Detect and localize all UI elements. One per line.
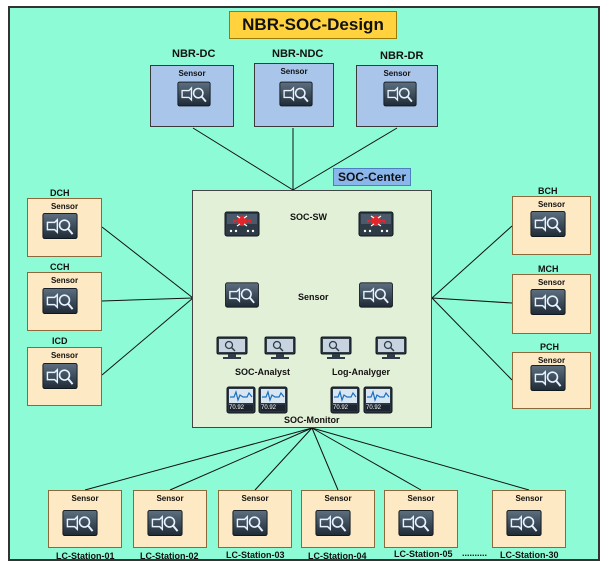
connection-line	[84, 427, 313, 491]
security-switch-icon	[224, 210, 260, 243]
sensor-appliance-icon	[42, 287, 78, 315]
sensor-appliance-icon	[315, 509, 351, 537]
sensor-appliance-icon	[224, 282, 260, 308]
monitor-readout: 70.92	[366, 405, 382, 411]
connection-line	[169, 427, 313, 491]
monitor-readout: 70.92	[229, 405, 245, 411]
monitor-display-icon: 70.92	[226, 386, 256, 414]
connection-line	[311, 427, 422, 491]
sensor-appliance-icon	[530, 210, 566, 238]
connection-line	[311, 427, 530, 491]
page-title: NBR-SOC-Design	[229, 11, 397, 39]
soc-analyst-label: SOC-Analyst	[235, 367, 291, 377]
station-label-01: LC-Station-01	[56, 551, 115, 561]
station-ellipsis: ..........	[462, 548, 488, 558]
sensor-caption: Sensor	[383, 69, 411, 78]
site-label-nbr-dc: NBR-DC	[172, 48, 216, 60]
soc-switch-label: SOC-SW	[290, 212, 327, 222]
sensor-caption: Sensor	[280, 67, 308, 76]
security-switch-icon	[358, 210, 394, 243]
sensor-node-nbr-dr: Sensor	[356, 65, 438, 127]
sensor-caption: Sensor	[515, 494, 543, 503]
log-analyzer-label: Log-Analyger	[332, 367, 391, 377]
analyst-workstation-icon	[216, 336, 248, 365]
sensor-caption: Sensor	[50, 276, 79, 285]
sensor-caption: Sensor	[50, 351, 79, 360]
station-label-30: LC-Station-30	[500, 550, 559, 560]
connection-line	[431, 297, 513, 304]
site-label-nbr-ndc: NBR-NDC	[272, 48, 324, 60]
connection-line	[431, 225, 513, 299]
site-label-mch: MCH	[538, 264, 559, 274]
sensor-caption: Sensor	[178, 69, 206, 78]
connection-line	[101, 297, 194, 302]
site-label-cch: CCH	[50, 262, 70, 272]
station-label-02: LC-Station-02	[140, 551, 199, 561]
sensor-caption: Sensor	[324, 494, 352, 503]
log-analyzer-icon	[320, 336, 352, 365]
monitor-display-icon: 70.92	[330, 386, 360, 414]
sensor-appliance-icon	[530, 288, 566, 316]
soc-center-title: SOC-Center	[333, 168, 411, 186]
connection-line	[192, 127, 294, 191]
sensor-appliance-icon	[398, 509, 434, 537]
sensor-appliance-icon	[147, 509, 183, 537]
site-label-nbr-dr: NBR-DR	[380, 50, 424, 62]
sensor-caption: Sensor	[156, 494, 184, 503]
sensor-appliance-icon	[530, 364, 566, 392]
monitor-readout: 70.92	[261, 405, 277, 411]
site-label-dch: DCH	[50, 188, 70, 198]
log-analyzer-icon	[375, 336, 407, 365]
sensor-caption: Sensor	[50, 202, 79, 211]
sensor-appliance-icon	[383, 81, 417, 107]
sensor-appliance-icon	[42, 212, 78, 240]
connection-line	[311, 427, 339, 491]
sensor-caption: Sensor	[537, 200, 566, 209]
soc-sensor-label: Sensor	[298, 292, 329, 302]
sensor-appliance-icon	[506, 509, 542, 537]
connection-line	[431, 297, 513, 381]
sensor-appliance-icon	[42, 362, 78, 390]
site-label-icd: ICD	[52, 336, 68, 346]
monitor-display-icon: 70.92	[363, 386, 393, 414]
connection-line	[254, 427, 313, 491]
station-label-03: LC-Station-03	[226, 550, 285, 560]
connection-line	[101, 226, 194, 299]
sensor-appliance-icon	[279, 81, 313, 107]
sensor-appliance-icon	[232, 509, 268, 537]
sensor-caption: Sensor	[241, 494, 269, 503]
analyst-workstation-icon	[264, 336, 296, 365]
connection-line	[292, 127, 398, 191]
site-label-bch: BCH	[538, 186, 558, 196]
connection-line	[101, 297, 194, 376]
sensor-appliance-icon	[358, 282, 394, 308]
station-label-05: LC-Station-05	[394, 549, 453, 559]
soc-monitor-label: SOC-Monitor	[284, 415, 340, 425]
sensor-caption: Sensor	[537, 278, 566, 287]
sensor-appliance-icon	[177, 81, 211, 107]
sensor-appliance-icon	[62, 509, 98, 537]
sensor-caption: Sensor	[537, 356, 566, 365]
sensor-caption: Sensor	[407, 494, 435, 503]
monitor-display-icon: 70.92	[258, 386, 288, 414]
monitor-readout: 70.92	[333, 405, 349, 411]
station-label-04: LC-Station-04	[308, 551, 367, 561]
sensor-caption: Sensor	[71, 494, 99, 503]
site-label-pch: PCH	[540, 342, 560, 352]
